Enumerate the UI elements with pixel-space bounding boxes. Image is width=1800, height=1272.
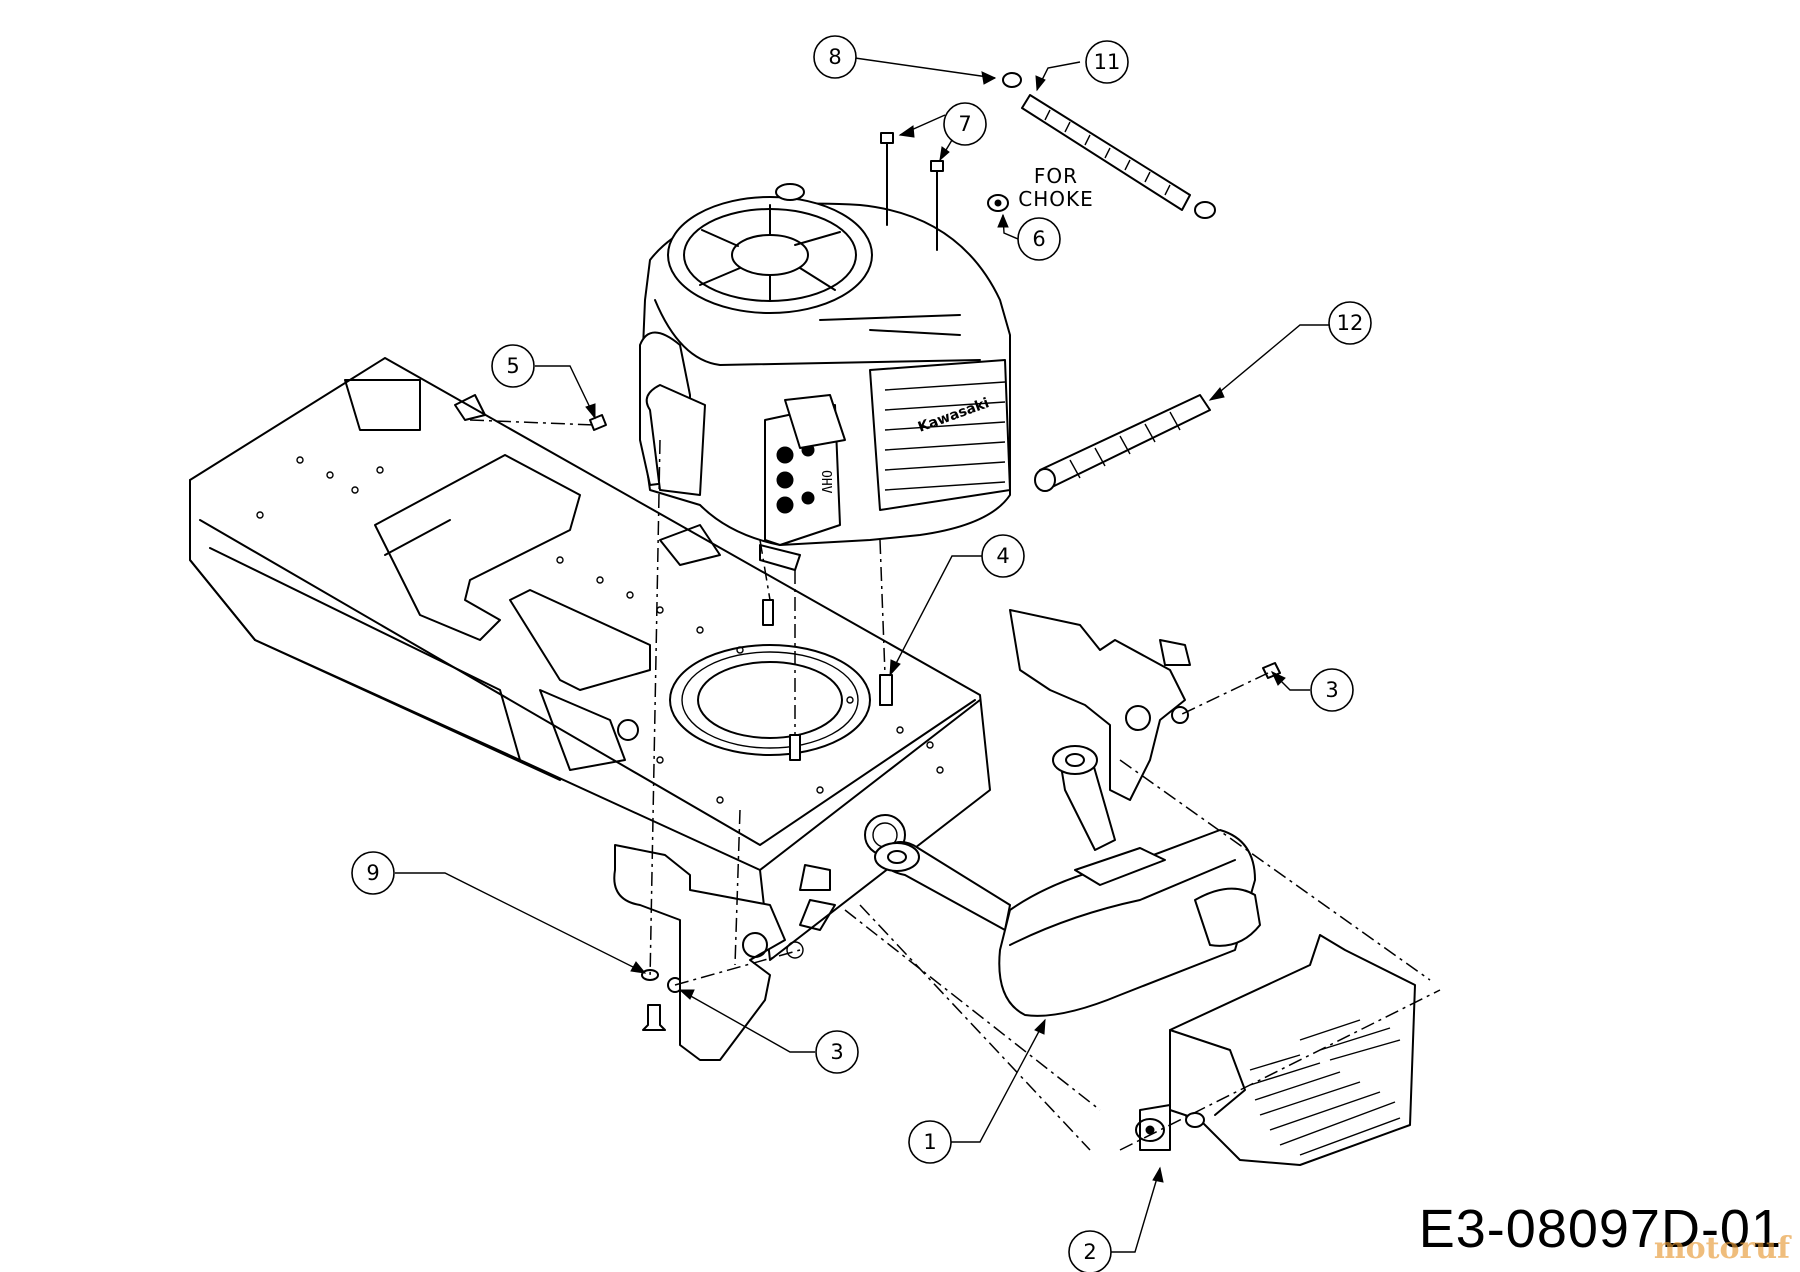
callout-2: 2 bbox=[1068, 1230, 1112, 1272]
callout-6: 6 bbox=[1017, 217, 1061, 261]
svg-text:6: 6 bbox=[1032, 227, 1045, 251]
drawing-code: E3-08097D-01 bbox=[1418, 1199, 1782, 1259]
callout-11: 11 bbox=[1085, 40, 1129, 84]
frame-plate bbox=[189, 357, 991, 961]
callout-1: 1 bbox=[908, 1120, 952, 1164]
callout-3-right: 3 bbox=[1310, 668, 1354, 712]
svg-text:3: 3 bbox=[830, 1040, 843, 1064]
svg-text:2: 2 bbox=[1083, 1240, 1096, 1264]
muffler-bracket-left bbox=[613, 844, 836, 1061]
assembly-center-lines bbox=[469, 419, 1441, 1151]
callout-12: 12 bbox=[1328, 301, 1372, 345]
svg-text:7: 7 bbox=[958, 112, 971, 136]
engine: Kawasaki OHV bbox=[639, 132, 1011, 761]
muffler-bracket-right bbox=[1009, 609, 1191, 801]
callout-8: 8 bbox=[813, 35, 857, 79]
svg-text:11: 11 bbox=[1094, 50, 1121, 74]
note-line-1: FOR bbox=[1034, 164, 1078, 188]
muffler bbox=[874, 745, 1261, 1017]
watermark-logo: motoruf bbox=[1653, 1231, 1790, 1266]
svg-text:4: 4 bbox=[996, 544, 1009, 568]
callout-7: 7 bbox=[943, 102, 987, 146]
note-line-2: CHOKE bbox=[1018, 187, 1094, 211]
muffler-heat-shield bbox=[1135, 934, 1416, 1166]
svg-text:3: 3 bbox=[1325, 678, 1338, 702]
engine-ohv-text: OHV bbox=[818, 470, 833, 494]
svg-text:12: 12 bbox=[1337, 311, 1364, 335]
callout-4: 4 bbox=[981, 534, 1025, 578]
svg-text:9: 9 bbox=[366, 861, 379, 885]
svg-text:5: 5 bbox=[506, 354, 519, 378]
svg-text:8: 8 bbox=[828, 45, 841, 69]
svg-text:1: 1 bbox=[923, 1130, 936, 1154]
callout-9: 9 bbox=[351, 851, 395, 895]
callout-5: 5 bbox=[491, 344, 535, 388]
callout-3-left: 3 bbox=[815, 1030, 859, 1074]
callout-leaders bbox=[395, 57, 1330, 1253]
